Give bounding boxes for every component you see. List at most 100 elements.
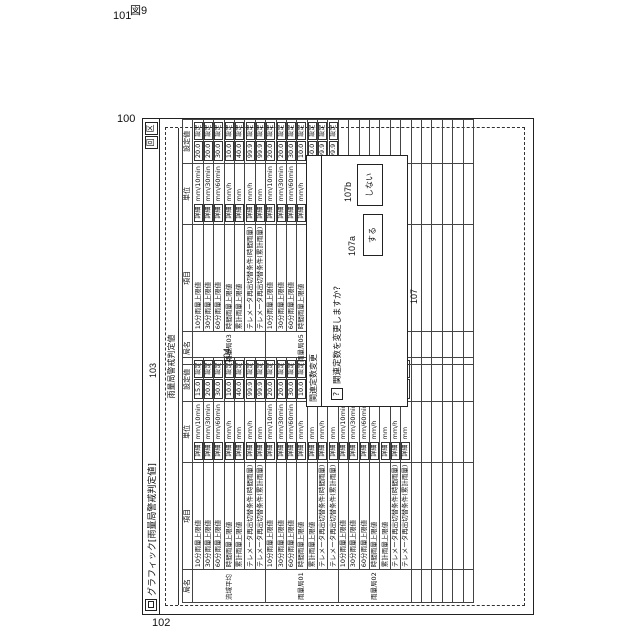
set-button[interactable]: 設定	[318, 122, 327, 140]
edit-button[interactable]: 詳細	[246, 204, 255, 222]
item-name: 累計雨量上限値	[380, 462, 390, 570]
edit-button[interactable]: 詳細	[256, 204, 265, 222]
value-field[interactable]: 40.0	[235, 141, 244, 161]
value-field[interactable]: 20.0	[266, 141, 275, 161]
edit-button[interactable]: 詳細	[194, 204, 203, 222]
item-name: テレメータ再出切替条件(時間雨量)	[390, 462, 400, 570]
set-button[interactable]: 設定	[214, 122, 223, 140]
value-field[interactable]: 20.0	[277, 141, 286, 161]
close-button[interactable]: 区	[145, 122, 158, 135]
item-name: 累計雨量上限値	[234, 224, 244, 332]
empty-cell	[442, 164, 452, 224]
value-field[interactable]: 20.0	[277, 379, 286, 399]
edit-button[interactable]: 詳細	[329, 442, 338, 460]
set-button[interactable]: 設定	[246, 122, 255, 140]
edit-button[interactable]: 詳細	[266, 442, 275, 460]
edit-button[interactable]: 詳細	[225, 442, 234, 460]
table-row: 雨量局0310分雨量上限値詳細 mm/10min20.0設定	[193, 119, 203, 364]
set-button[interactable]: 設定	[235, 122, 244, 140]
edit-button[interactable]: 詳細	[318, 442, 327, 460]
set-button[interactable]: 設定	[277, 122, 286, 140]
unit-cell: 詳細 mm/60min	[359, 402, 369, 462]
empty-cell	[453, 402, 463, 462]
edit-button[interactable]: 詳細	[349, 442, 358, 460]
value-field[interactable]: 10.0	[225, 379, 234, 399]
edit-button[interactable]: 詳細	[214, 204, 223, 222]
set-button[interactable]: 設定	[308, 122, 317, 140]
empty-cell	[442, 402, 452, 462]
edit-button[interactable]: 詳細	[235, 442, 244, 460]
empty-cell	[421, 224, 431, 332]
unit-text: mm/h	[225, 183, 233, 204]
edit-button[interactable]: 詳細	[256, 442, 265, 460]
edit-button[interactable]: 詳細	[214, 442, 223, 460]
edit-button[interactable]: 詳細	[339, 442, 348, 460]
value-field[interactable]: 99.9	[246, 141, 255, 161]
set-button[interactable]: 設定	[297, 122, 306, 140]
value-field[interactable]: 20.0	[204, 141, 213, 161]
edit-button[interactable]: 詳細	[297, 442, 306, 460]
empty-cell	[411, 332, 421, 365]
empty-cell	[432, 570, 442, 603]
column-header-value: 設定値	[183, 119, 193, 164]
edit-button[interactable]: 詳細	[360, 442, 369, 460]
set-button[interactable]: 設定	[329, 122, 338, 140]
unit-text: mm	[308, 427, 316, 442]
ref-dialog: 107	[409, 289, 419, 304]
edit-button[interactable]: 詳細	[235, 204, 244, 222]
restore-button[interactable]: 回	[145, 136, 158, 149]
edit-button[interactable]: 詳細	[204, 442, 213, 460]
unit-cell: 詳細 mm/30min	[276, 164, 286, 224]
unit-cell: 詳細 mm/30min	[349, 402, 359, 462]
unit-cell: 詳細 mm/10min	[338, 402, 348, 462]
value-field[interactable]: 99.9	[256, 379, 265, 399]
value-field[interactable]: 40.0	[235, 379, 244, 399]
value-cell: 30.0設定	[214, 119, 224, 164]
set-button[interactable]: 設定	[204, 122, 213, 140]
value-field[interactable]: 20.0	[194, 141, 203, 161]
value-field[interactable]: 99.9	[256, 141, 265, 161]
value-field[interactable]: 30.0	[214, 141, 223, 161]
edit-button[interactable]: 詳細	[277, 442, 286, 460]
section-title: 雨量局警戒判定値	[166, 128, 179, 605]
value-field[interactable]: 20.0	[266, 379, 275, 399]
no-button[interactable]: しない	[357, 164, 383, 206]
yes-button[interactable]: する	[363, 214, 383, 256]
set-button[interactable]: 設定	[256, 122, 265, 140]
edit-button[interactable]: 詳細	[381, 442, 390, 460]
empty-cell	[463, 402, 473, 462]
edit-button[interactable]: 詳細	[204, 204, 213, 222]
ref-yes: 107a	[347, 236, 357, 256]
unit-cell: 詳細 mm	[380, 402, 390, 462]
unit-cell: 詳細 mm/h	[224, 164, 234, 224]
set-button[interactable]: 設定	[194, 122, 203, 140]
empty-row	[463, 357, 473, 602]
set-button[interactable]: 設定	[266, 122, 275, 140]
edit-button[interactable]: 詳細	[246, 442, 255, 460]
value-field[interactable]: 30.0	[287, 379, 296, 399]
edit-button[interactable]: 詳細	[225, 204, 234, 222]
value-cell: 10.0設定	[224, 119, 234, 164]
edit-button[interactable]: 詳細	[391, 442, 400, 460]
set-button[interactable]: 設定	[287, 122, 296, 140]
edit-button[interactable]: 詳細	[287, 442, 296, 460]
value-field[interactable]: 99.9	[246, 379, 255, 399]
edit-button[interactable]: 詳細	[277, 204, 286, 222]
empty-cell	[411, 402, 421, 462]
edit-button[interactable]: 詳細	[266, 204, 275, 222]
item-name: 累計雨量上限値	[234, 462, 244, 570]
value-field[interactable]: 20.0	[204, 379, 213, 399]
value-field[interactable]: 15.0	[194, 379, 203, 399]
unit-text: mm/30min	[277, 404, 285, 441]
edit-button[interactable]: 詳細	[308, 442, 317, 460]
edit-button[interactable]: 詳細	[194, 442, 203, 460]
value-field[interactable]: 10.0	[225, 141, 234, 161]
value-cell: 99.9設定	[245, 119, 255, 164]
value-field[interactable]: 30.0	[287, 141, 296, 161]
edit-button[interactable]: 詳細	[370, 442, 379, 460]
set-button[interactable]: 設定	[225, 122, 234, 140]
value-field[interactable]: 30.0	[214, 379, 223, 399]
edit-button[interactable]: 詳細	[287, 204, 296, 222]
edit-button[interactable]: 詳細	[401, 442, 410, 460]
empty-cell	[421, 332, 431, 365]
